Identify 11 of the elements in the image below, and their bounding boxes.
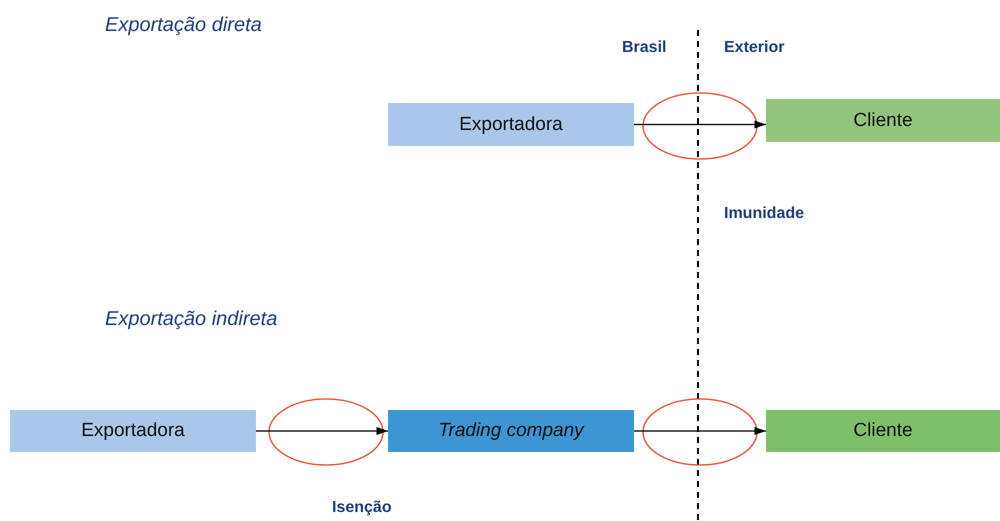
section-heading: Exportação direta: [105, 14, 262, 37]
region-label: Exterior: [724, 39, 784, 57]
process-box: Exportadora: [388, 103, 634, 146]
region-label: Imunidade: [724, 205, 804, 223]
process-box: Trading company: [388, 410, 634, 452]
process-box: Exportadora: [10, 410, 256, 452]
process-box: Cliente: [766, 410, 1000, 452]
section-heading: Exportação indireta: [105, 308, 278, 331]
region-label: Isenção: [332, 499, 392, 517]
process-box: Cliente: [766, 99, 1000, 142]
region-label: Brasil: [622, 39, 666, 57]
